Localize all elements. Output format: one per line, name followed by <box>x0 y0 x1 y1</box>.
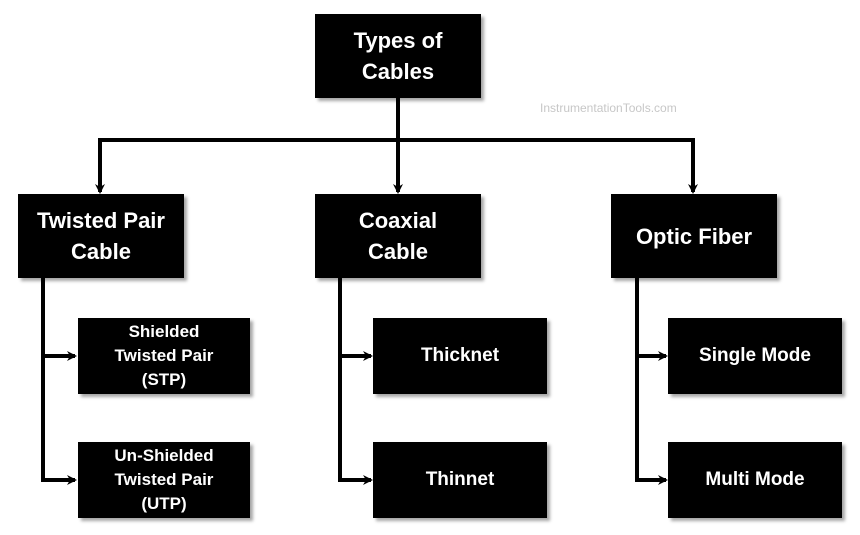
root-label-line1: Types of <box>353 28 443 53</box>
thicknet-label: Thicknet <box>420 345 500 366</box>
node-single-mode: Single Mode <box>668 318 842 394</box>
optic-fiber-label-line1: Optic Fiber <box>635 223 753 249</box>
twisted-pair-label-line1: Twisted Pair <box>37 208 165 233</box>
node-twisted-pair-cable: Twisted Pair Cable <box>18 194 184 278</box>
node-thicknet: Thicknet <box>373 318 547 394</box>
utp-label-line3: (UTP) <box>141 494 187 513</box>
stp-label-line1: Shielded <box>128 322 200 341</box>
coaxial-label-line2: Cable <box>368 239 428 264</box>
node-optic-fiber: Optic Fiber <box>611 194 777 278</box>
utp-label-line2: Twisted Pair <box>114 470 214 489</box>
root-label-line2: Cables <box>361 59 435 84</box>
coaxial-label-line1: Coaxial <box>358 208 438 233</box>
root-node: Types of Cables <box>315 14 481 98</box>
node-multi-mode: Multi Mode <box>668 442 842 518</box>
node-unshielded-twisted-pair: Un-Shielded Twisted Pair (UTP) <box>78 442 250 518</box>
node-shielded-twisted-pair: Shielded Twisted Pair (STP) <box>78 318 250 394</box>
multi-mode-label: Multi Mode <box>705 469 805 490</box>
utp-label-line1: Un-Shielded <box>114 446 214 465</box>
single-mode-label: Single Mode <box>699 345 811 366</box>
node-coaxial-cable: Coaxial Cable <box>315 194 481 278</box>
thinnet-label: Thinnet <box>425 469 495 490</box>
node-thinnet: Thinnet <box>373 442 547 518</box>
twisted-pair-label-line2: Cable <box>71 239 131 264</box>
watermark-text: InstrumentationTools.com <box>540 101 677 115</box>
stp-label-line3: (STP) <box>141 370 187 389</box>
stp-label-line2: Twisted Pair <box>114 346 214 365</box>
